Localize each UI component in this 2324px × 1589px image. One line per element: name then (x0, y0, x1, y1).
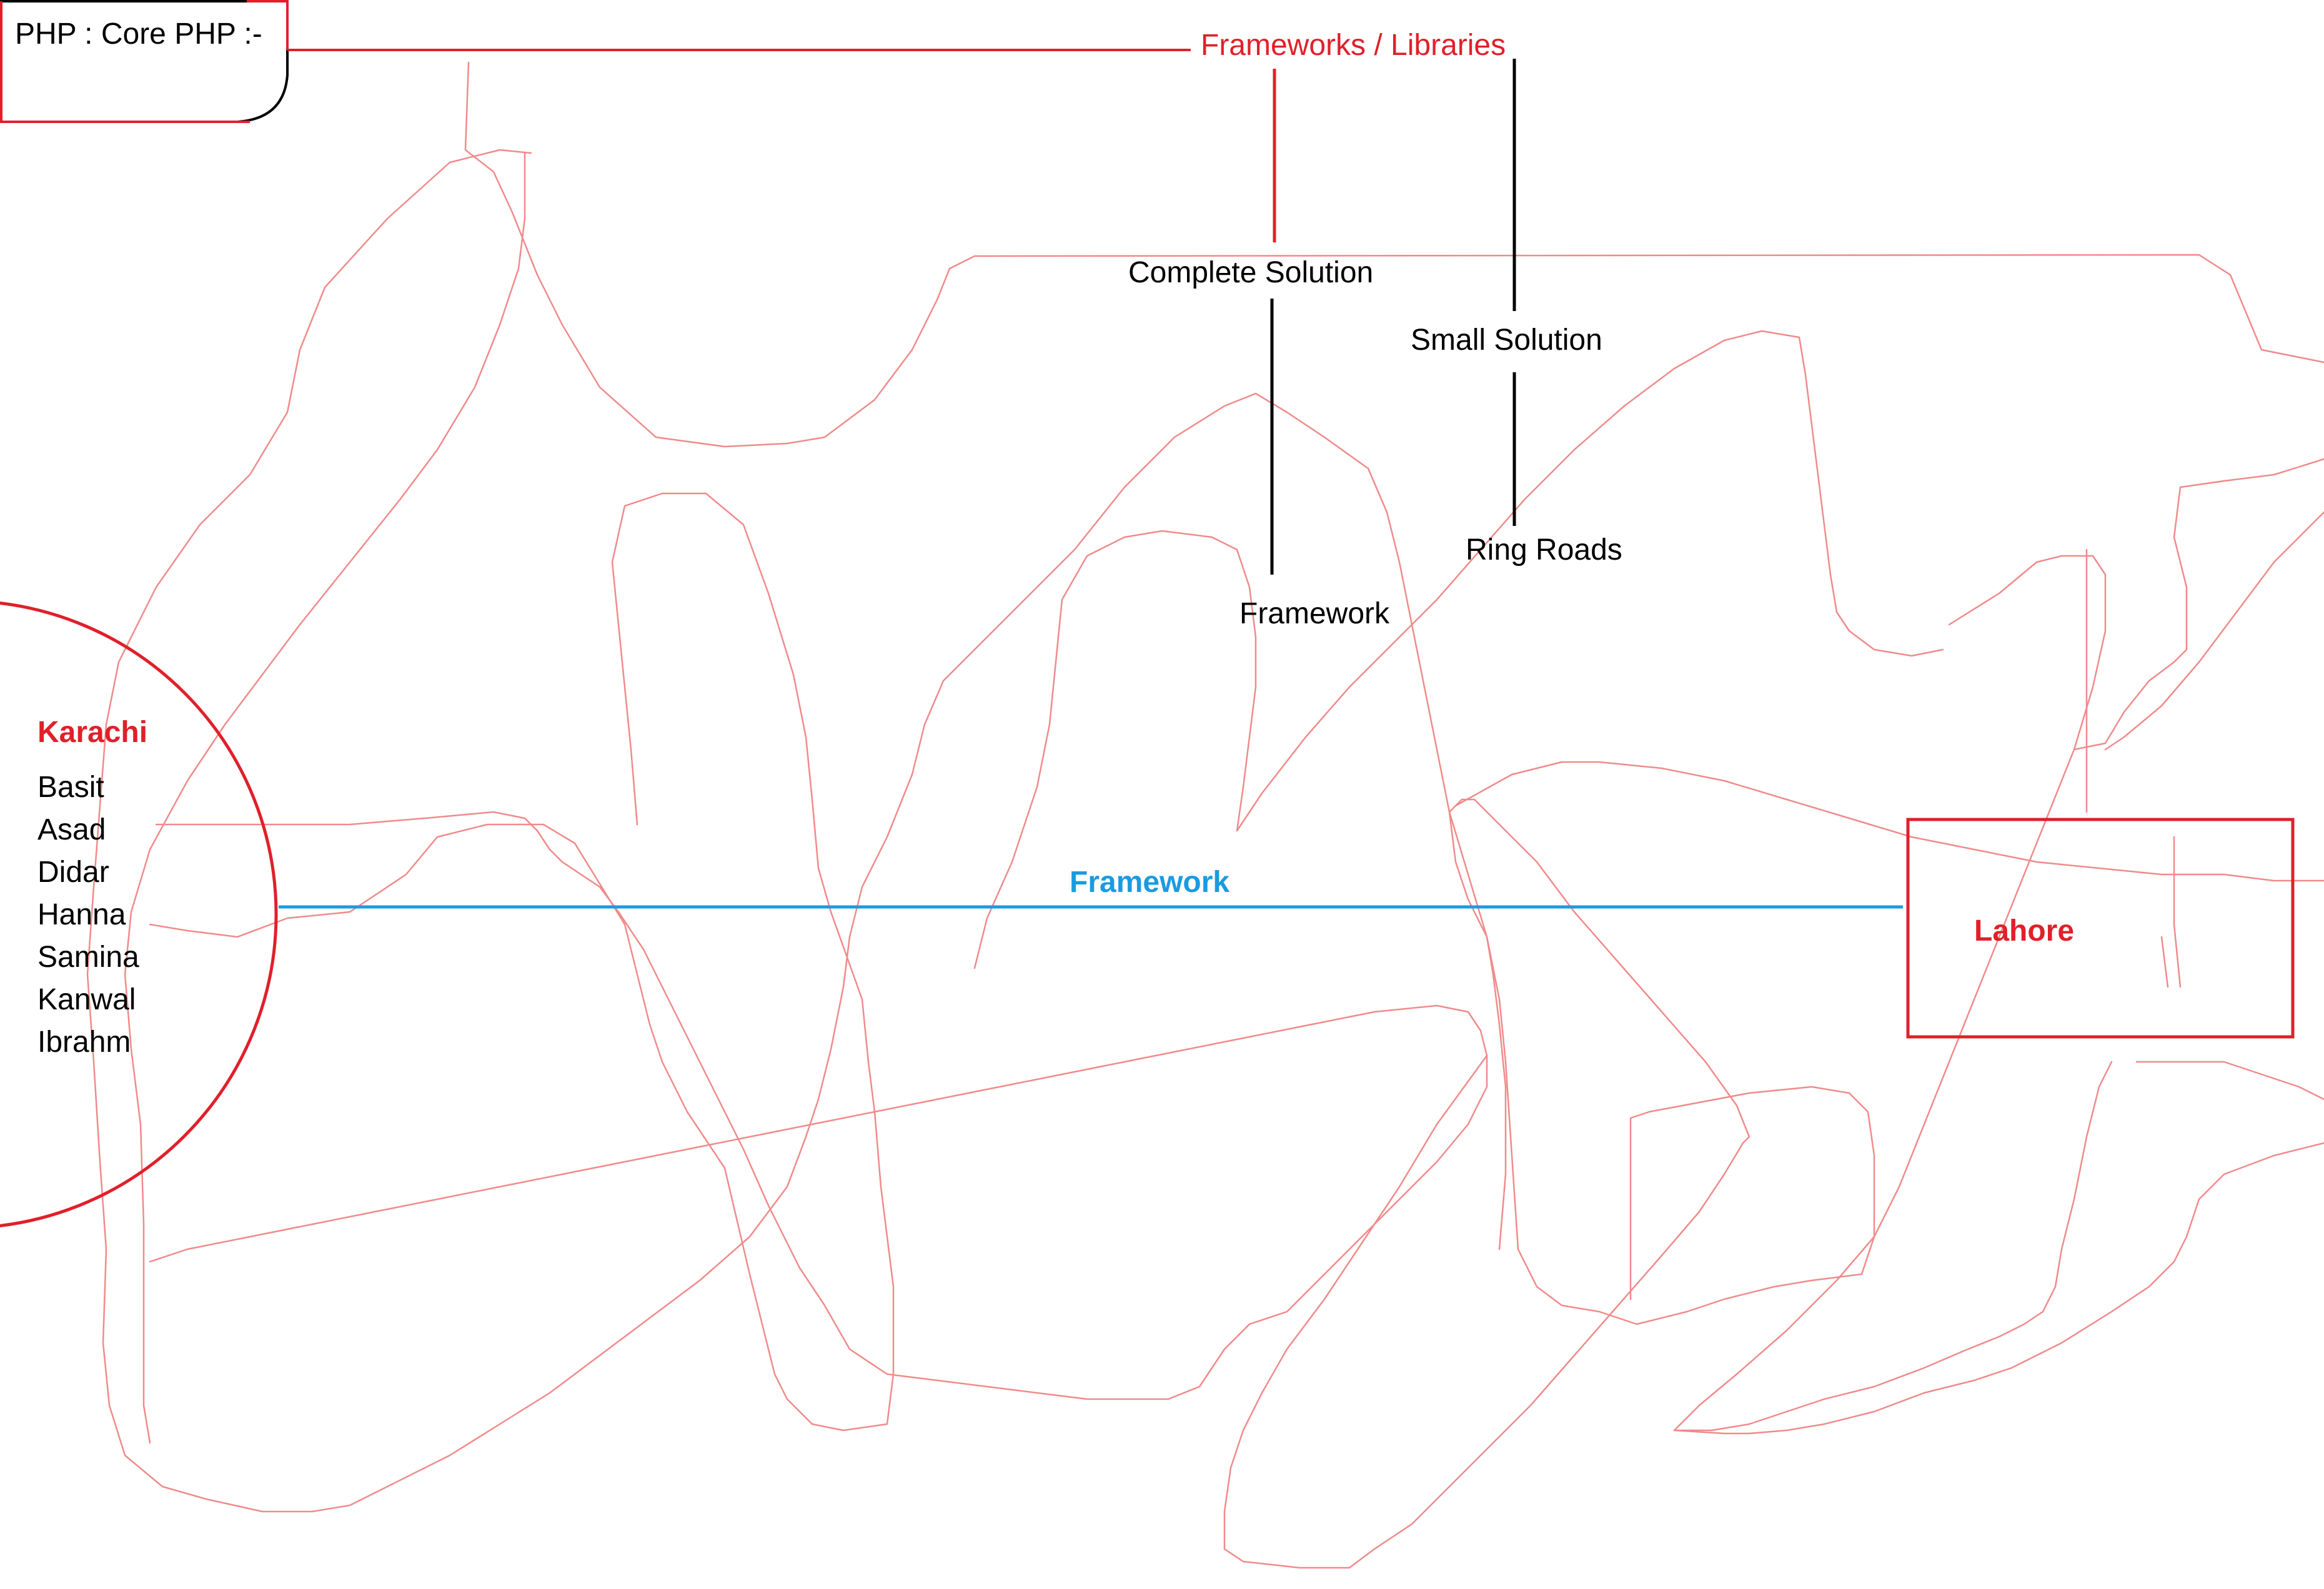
ring-roads-label: Ring Roads (1466, 533, 1622, 567)
person-name: Kanwal (37, 983, 136, 1016)
person-name: Ibrahm (37, 1026, 131, 1059)
page-title: PHP : Core PHP :- (15, 17, 262, 51)
title-box: PHP : Core PHP :- (0, 0, 289, 123)
freehand-scribbles (86, 61, 2324, 1569)
lahore-box (1906, 818, 2295, 1039)
person-name: Hanna (37, 898, 126, 931)
person-name: Basit (37, 771, 104, 804)
small-solution-label: Small Solution (1411, 324, 1602, 357)
framework-label: Framework (1239, 597, 1390, 630)
person-name: Asad (37, 813, 106, 846)
person-name: Didar (37, 856, 109, 889)
frameworks-libraries-label: Frameworks / Libraries (1201, 29, 1506, 62)
framework-connector-label: Framework (1070, 866, 1229, 899)
complete-solution-label: Complete Solution (1128, 256, 1373, 289)
karachi-title: Karachi (37, 716, 147, 749)
lahore-title: Lahore (1974, 914, 2074, 948)
person-name: Samina (37, 941, 139, 974)
karachi-circle (0, 601, 278, 1227)
karachi-people-list: Basit Asad Didar Hanna Samina Kanwal Ibr… (37, 771, 139, 1059)
